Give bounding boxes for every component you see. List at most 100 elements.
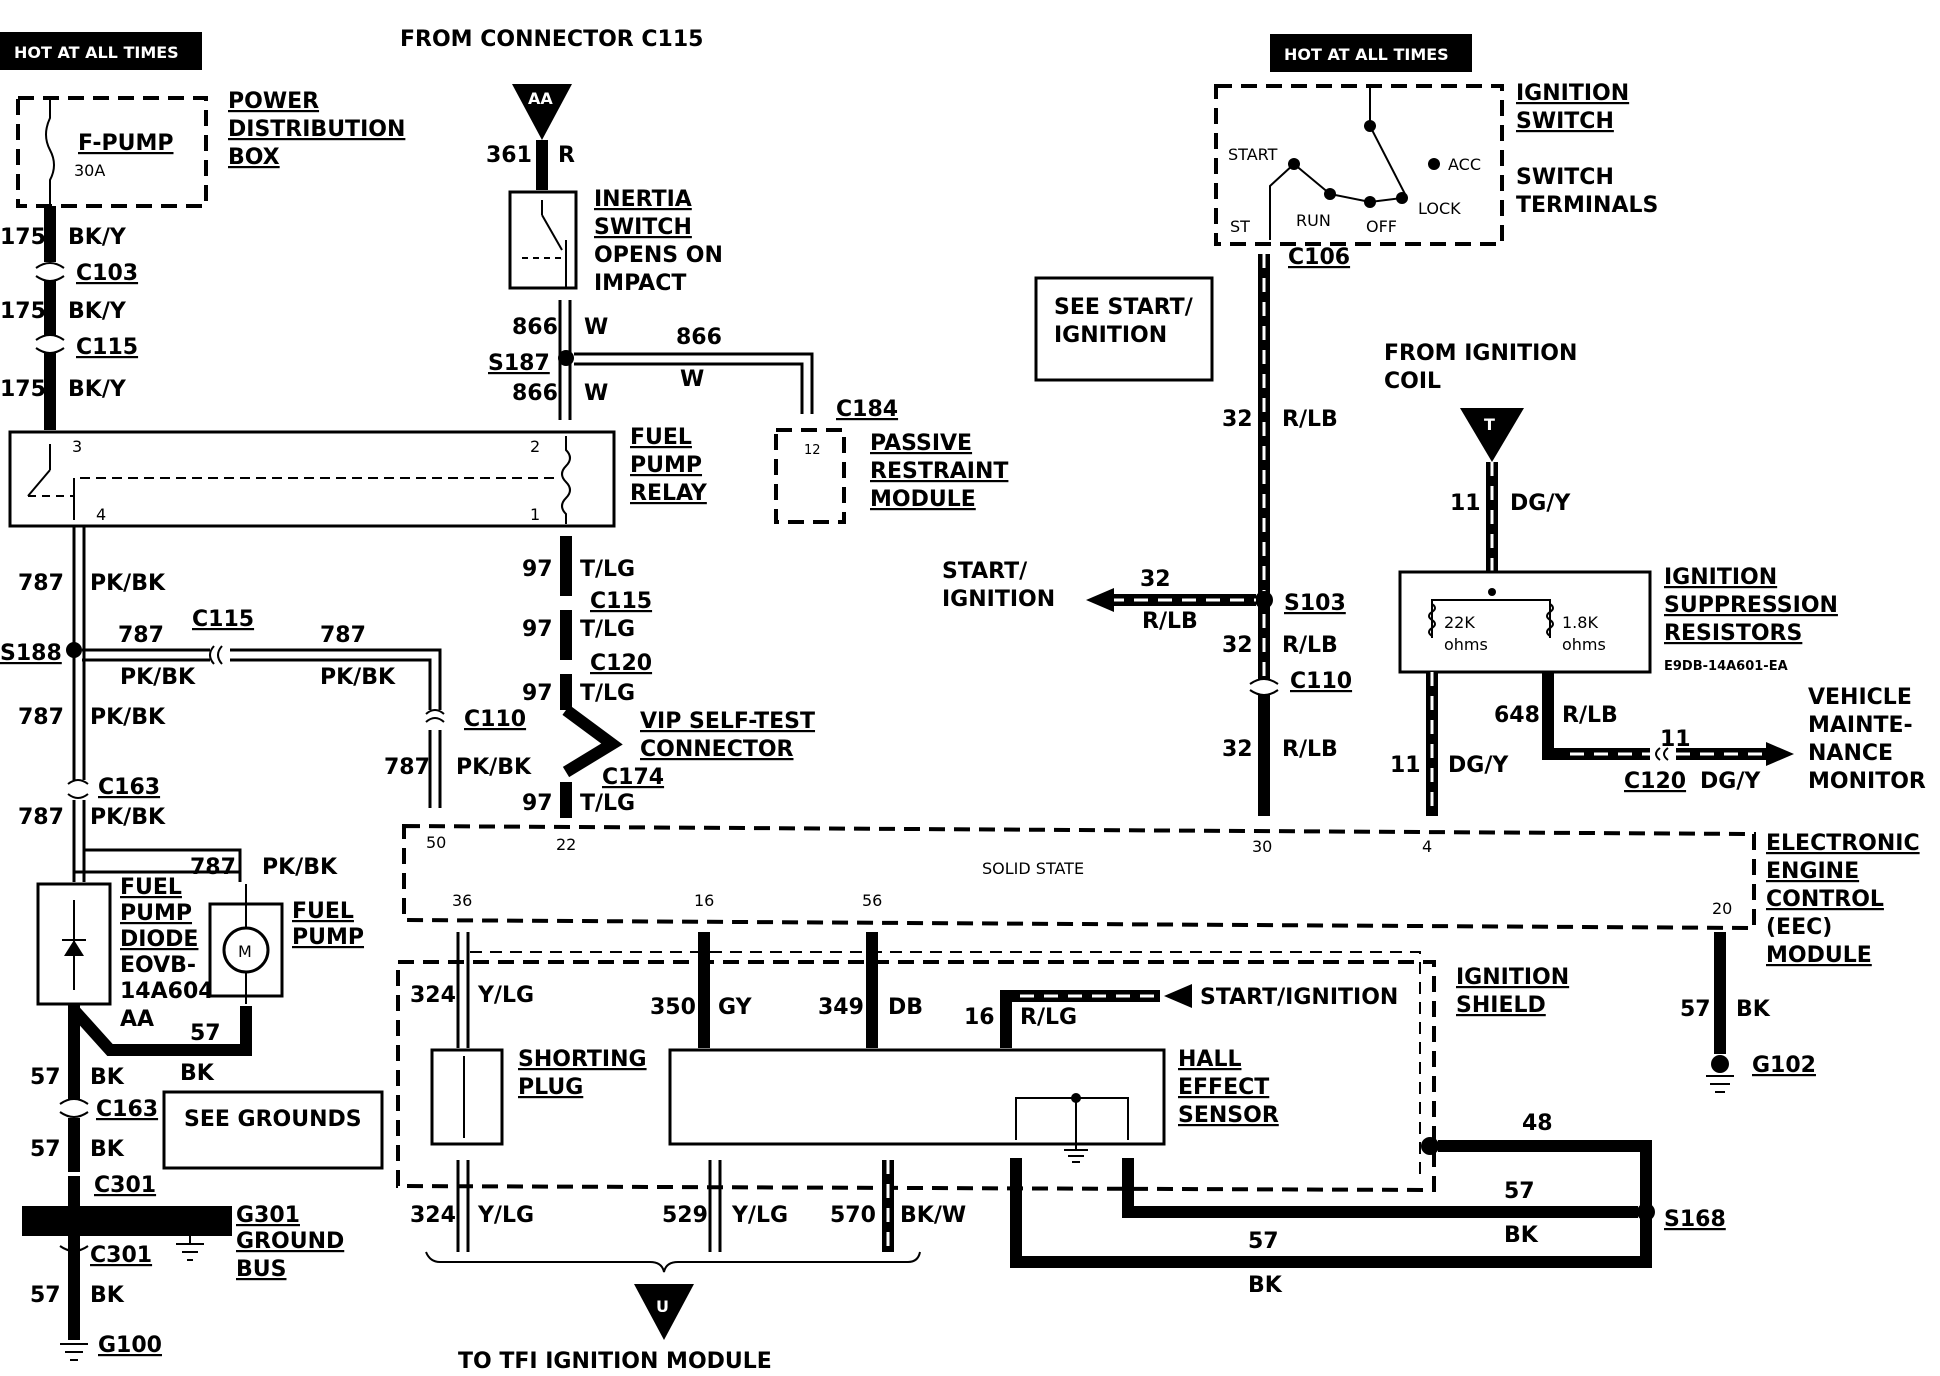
svg-text:W: W <box>680 367 704 392</box>
svg-text:PLUG: PLUG <box>518 1075 583 1100</box>
hot-tag-left: HOT AT ALL TIMES <box>0 32 202 70</box>
svg-text:16: 16 <box>694 891 714 910</box>
svg-text:S187: S187 <box>488 351 550 376</box>
svg-text:50: 50 <box>426 833 446 852</box>
svg-text:48: 48 <box>1522 1111 1553 1136</box>
svg-text:PK/BK: PK/BK <box>262 855 338 880</box>
svg-text:PK/BK: PK/BK <box>320 665 396 690</box>
svg-text:SWITCH: SWITCH <box>594 215 692 240</box>
svg-text:AA: AA <box>528 89 553 108</box>
passive-restraint-module: 12 C184 PASSIVE RESTRAINT MODULE <box>774 397 1008 524</box>
svg-text:866: 866 <box>676 325 722 350</box>
svg-text:RESTRAINT: RESTRAINT <box>870 459 1008 484</box>
hall-effect-sensor: HALL EFFECT SENSOR <box>668 1047 1279 1163</box>
svg-text:PK/BK: PK/BK <box>90 705 166 730</box>
svg-text:866: 866 <box>512 315 558 340</box>
svg-text:HOT AT ALL TIMES: HOT AT ALL TIMES <box>1284 45 1449 64</box>
svg-text:4: 4 <box>1422 837 1432 856</box>
svg-text:TERMINALS: TERMINALS <box>1516 193 1658 218</box>
svg-text:36: 36 <box>452 891 472 910</box>
svg-text:ENGINE: ENGINE <box>1766 859 1859 884</box>
svg-text:SEE START/: SEE START/ <box>1054 295 1194 320</box>
svg-text:SHORTING: SHORTING <box>518 1047 647 1072</box>
svg-text:C120: C120 <box>590 651 652 676</box>
wire-175: 175 BK/Y C103 175 BK/Y C115 175 BK/Y <box>0 206 138 430</box>
svg-text:1: 1 <box>530 505 540 524</box>
svg-text:BK/Y: BK/Y <box>68 299 127 324</box>
svg-text:ELECTRONIC: ELECTRONIC <box>1766 831 1920 856</box>
svg-text:866: 866 <box>512 381 558 406</box>
svg-text:C115: C115 <box>76 335 138 360</box>
svg-text:CONNECTOR: CONNECTOR <box>640 737 794 762</box>
svg-text:S188: S188 <box>0 641 62 666</box>
svg-text:BK: BK <box>180 1061 215 1086</box>
svg-text:11: 11 <box>1450 491 1481 516</box>
svg-text:32: 32 <box>1140 567 1171 592</box>
svg-text:97: 97 <box>522 681 553 706</box>
eec-wires-down: 324 Y/LG 350 GY 349 DB 16 R/LG START/IGN… <box>410 932 1398 1048</box>
svg-text:EOVB-: EOVB- <box>120 953 196 978</box>
svg-text:DG/Y: DG/Y <box>1510 491 1571 516</box>
svg-text:97: 97 <box>522 791 553 816</box>
wire-648-and-11: 648 R/LB 11 DG/Y 11 C120 DG/Y VEHICLE MA… <box>1390 672 1926 816</box>
svg-text:175: 175 <box>0 377 46 402</box>
svg-text:C174: C174 <box>602 765 664 790</box>
svg-text:BOX: BOX <box>228 145 280 170</box>
svg-text:G301: G301 <box>236 1203 300 1228</box>
svg-text:BUS: BUS <box>236 1257 286 1282</box>
hot-tag-right: HOT AT ALL TIMES <box>1270 34 1472 72</box>
svg-text:START/IGNITION: START/IGNITION <box>1200 985 1398 1010</box>
svg-text:BK: BK <box>1736 997 1771 1022</box>
svg-text:T: T <box>1484 415 1495 434</box>
svg-text:W: W <box>584 381 608 406</box>
svg-text:TO TFI IGNITION MODULE: TO TFI IGNITION MODULE <box>458 1349 772 1374</box>
svg-text:C110: C110 <box>1290 669 1352 694</box>
svg-text:R/LB: R/LB <box>1282 737 1338 762</box>
fuel-pump-relay: 3 4 2 1 FUEL PUMP RELAY <box>8 425 708 528</box>
svg-text:175: 175 <box>0 299 46 324</box>
svg-text:14A604-: 14A604- <box>120 979 223 1004</box>
svg-text:S168: S168 <box>1664 1207 1726 1232</box>
svg-text:G100: G100 <box>98 1333 162 1358</box>
svg-text:DG/Y: DG/Y <box>1700 769 1761 794</box>
fuel-pump-motor: M FUEL PUMP <box>208 884 364 1004</box>
svg-text:MAINTE-: MAINTE- <box>1808 713 1913 738</box>
svg-text:175: 175 <box>0 225 46 250</box>
svg-text:START: START <box>1228 145 1278 164</box>
svg-text:T/LG: T/LG <box>580 791 635 816</box>
svg-text:C163: C163 <box>98 775 160 800</box>
svg-text:SUPPRESSION: SUPPRESSION <box>1664 593 1838 618</box>
svg-text:DG/Y: DG/Y <box>1448 753 1509 778</box>
svg-text:SOLID STATE: SOLID STATE <box>982 859 1084 878</box>
svg-text:787: 787 <box>320 623 366 648</box>
svg-text:C106: C106 <box>1288 245 1350 270</box>
svg-text:BK: BK <box>90 1065 125 1090</box>
svg-text:SHIELD: SHIELD <box>1456 993 1546 1018</box>
svg-text:57: 57 <box>190 1021 221 1046</box>
svg-text:C110: C110 <box>464 707 526 732</box>
svg-text:W: W <box>584 315 608 340</box>
svg-text:BK/W: BK/W <box>900 1203 966 1228</box>
svg-text:PASSIVE: PASSIVE <box>870 431 972 456</box>
svg-text:C301: C301 <box>94 1173 156 1198</box>
svg-text:Y/LG: Y/LG <box>731 1203 788 1228</box>
ignition-shield: IGNITION SHIELD <box>396 951 1569 1193</box>
shorting-plug: SHORTING PLUG <box>430 1047 647 1146</box>
svg-text:570: 570 <box>830 1203 876 1228</box>
svg-text:FUEL: FUEL <box>292 899 354 924</box>
svg-text:11: 11 <box>1390 753 1421 778</box>
svg-text:SENSOR: SENSOR <box>1178 1103 1279 1128</box>
svg-text:BK: BK <box>90 1137 125 1162</box>
svg-text:12: 12 <box>804 443 821 458</box>
svg-text:57: 57 <box>30 1065 61 1090</box>
svg-text:787: 787 <box>384 755 430 780</box>
svg-text:32: 32 <box>1222 407 1253 432</box>
svg-text:Y/LG: Y/LG <box>477 983 534 1008</box>
svg-text:INERTIA: INERTIA <box>594 187 692 212</box>
svg-text:BK/Y: BK/Y <box>68 225 127 250</box>
svg-text:57: 57 <box>1680 997 1711 1022</box>
svg-text:M: M <box>238 942 252 961</box>
svg-text:16: 16 <box>964 1005 995 1030</box>
svg-text:32: 32 <box>1222 633 1253 658</box>
svg-text:4: 4 <box>96 505 106 524</box>
